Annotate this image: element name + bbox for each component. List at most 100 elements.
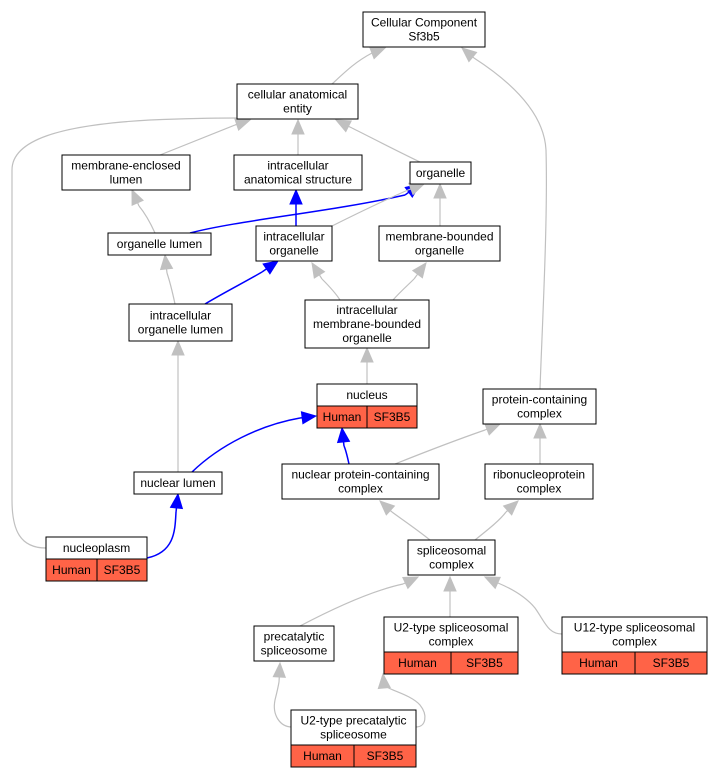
edge-cae-to-root	[331, 46, 387, 85]
edge-u2p-to-u2	[377, 672, 426, 728]
edge-line-segment	[234, 123, 237, 126]
edge-spc-to-rnp	[474, 500, 519, 541]
term-label-line: complex	[429, 558, 474, 572]
term-box	[236, 83, 359, 120]
arrowhead-icon	[533, 422, 547, 439]
edge-line	[473, 57, 547, 390]
term-label-line: intracellular	[263, 230, 324, 244]
term-box	[482, 388, 597, 425]
term-label-line: complex	[429, 635, 474, 649]
annotation-cell-gene	[353, 744, 417, 768]
arrowhead-icon	[311, 261, 326, 279]
annotation-species-label: Human	[323, 410, 362, 424]
term-label-line: spliceosome	[320, 728, 387, 742]
edge-org-to-cae	[334, 119, 421, 163]
edge-line	[474, 511, 507, 541]
edge-line-segment	[261, 268, 267, 273]
edge-line-segment	[175, 507, 178, 513]
arrowhead-icon	[171, 339, 185, 356]
edge-u12-to-spc	[483, 576, 563, 635]
term-label-line: intracellular	[336, 303, 397, 317]
edge-line	[331, 189, 409, 227]
term-box	[61, 154, 191, 191]
edge-line	[394, 429, 486, 465]
edge-np-to-nl	[146, 492, 184, 559]
term-box	[281, 463, 440, 500]
edge-line	[497, 582, 563, 635]
term-label-line: Sf3b5	[408, 30, 440, 44]
edge-line	[343, 445, 350, 465]
edge-ias-to-cae	[291, 118, 305, 155]
edge-orgl-to-mel	[131, 188, 156, 234]
edge-line-segment	[389, 510, 393, 513]
edge-line-segment	[137, 202, 140, 207]
annotation-gene-label: SF3B5	[466, 656, 503, 670]
edge-mel-to-cae	[159, 118, 252, 156]
arrowhead-icon	[262, 260, 280, 275]
term-label-line: nuclear protein-containing	[291, 468, 429, 482]
edge-line-segment	[484, 428, 488, 431]
term-box	[253, 625, 335, 662]
term-label-line: organelle	[416, 166, 466, 180]
annotation-species-label: Human	[303, 749, 342, 763]
term-label-line: nucleoplasm	[63, 541, 130, 555]
edge-pcs-to-spc	[299, 576, 420, 627]
term-label-line: organelle	[269, 244, 319, 258]
edge-npcc-to-nuc	[336, 426, 351, 465]
term-label-line: U2-type precatalytic	[300, 714, 406, 728]
edge-line-segment	[342, 441, 345, 447]
arrowhead-icon	[411, 261, 427, 279]
edge-nuc-to-imbo	[360, 346, 374, 384]
arrowhead-icon	[483, 576, 501, 590]
edge-line	[138, 205, 156, 234]
term-label-line: intracellular	[267, 159, 328, 173]
arrowhead-icon	[300, 411, 318, 425]
term-box	[378, 225, 501, 262]
edge-line	[391, 511, 431, 541]
term-label-line: cellular anatomical	[248, 88, 347, 102]
edge-rnp-to-pcc	[533, 422, 547, 464]
edge-line	[189, 194, 406, 234]
arrowhead-icon	[402, 576, 420, 590]
arrowhead-icon	[360, 346, 374, 363]
term-label-line: membrane-bounded	[385, 230, 493, 244]
edge-layer	[11, 46, 563, 728]
term-box	[233, 154, 363, 191]
annotation-cell-gene	[96, 558, 148, 582]
term-label-line: entity	[283, 102, 312, 116]
term-label-line: protein-containing	[492, 393, 587, 407]
edge-line	[273, 681, 293, 728]
arrowhead-icon	[169, 492, 184, 510]
term-label-line: precatalytic	[264, 630, 325, 644]
term-label-line: complex	[612, 635, 657, 649]
arrowhead-icon	[377, 672, 391, 690]
term-label-line: organelle	[415, 244, 465, 258]
term-box	[107, 232, 212, 256]
go-term-node-orgl[interactable]: organelle lumen	[107, 232, 212, 256]
edge-line-segment	[318, 274, 323, 280]
arrowhead-icon	[272, 661, 287, 678]
go-term-node-nl[interactable]: nuclear lumen	[133, 471, 223, 495]
go-term-node-org[interactable]: organelle	[409, 161, 472, 185]
edge-imbo-to-io	[311, 261, 341, 301]
edge-line	[351, 127, 421, 163]
